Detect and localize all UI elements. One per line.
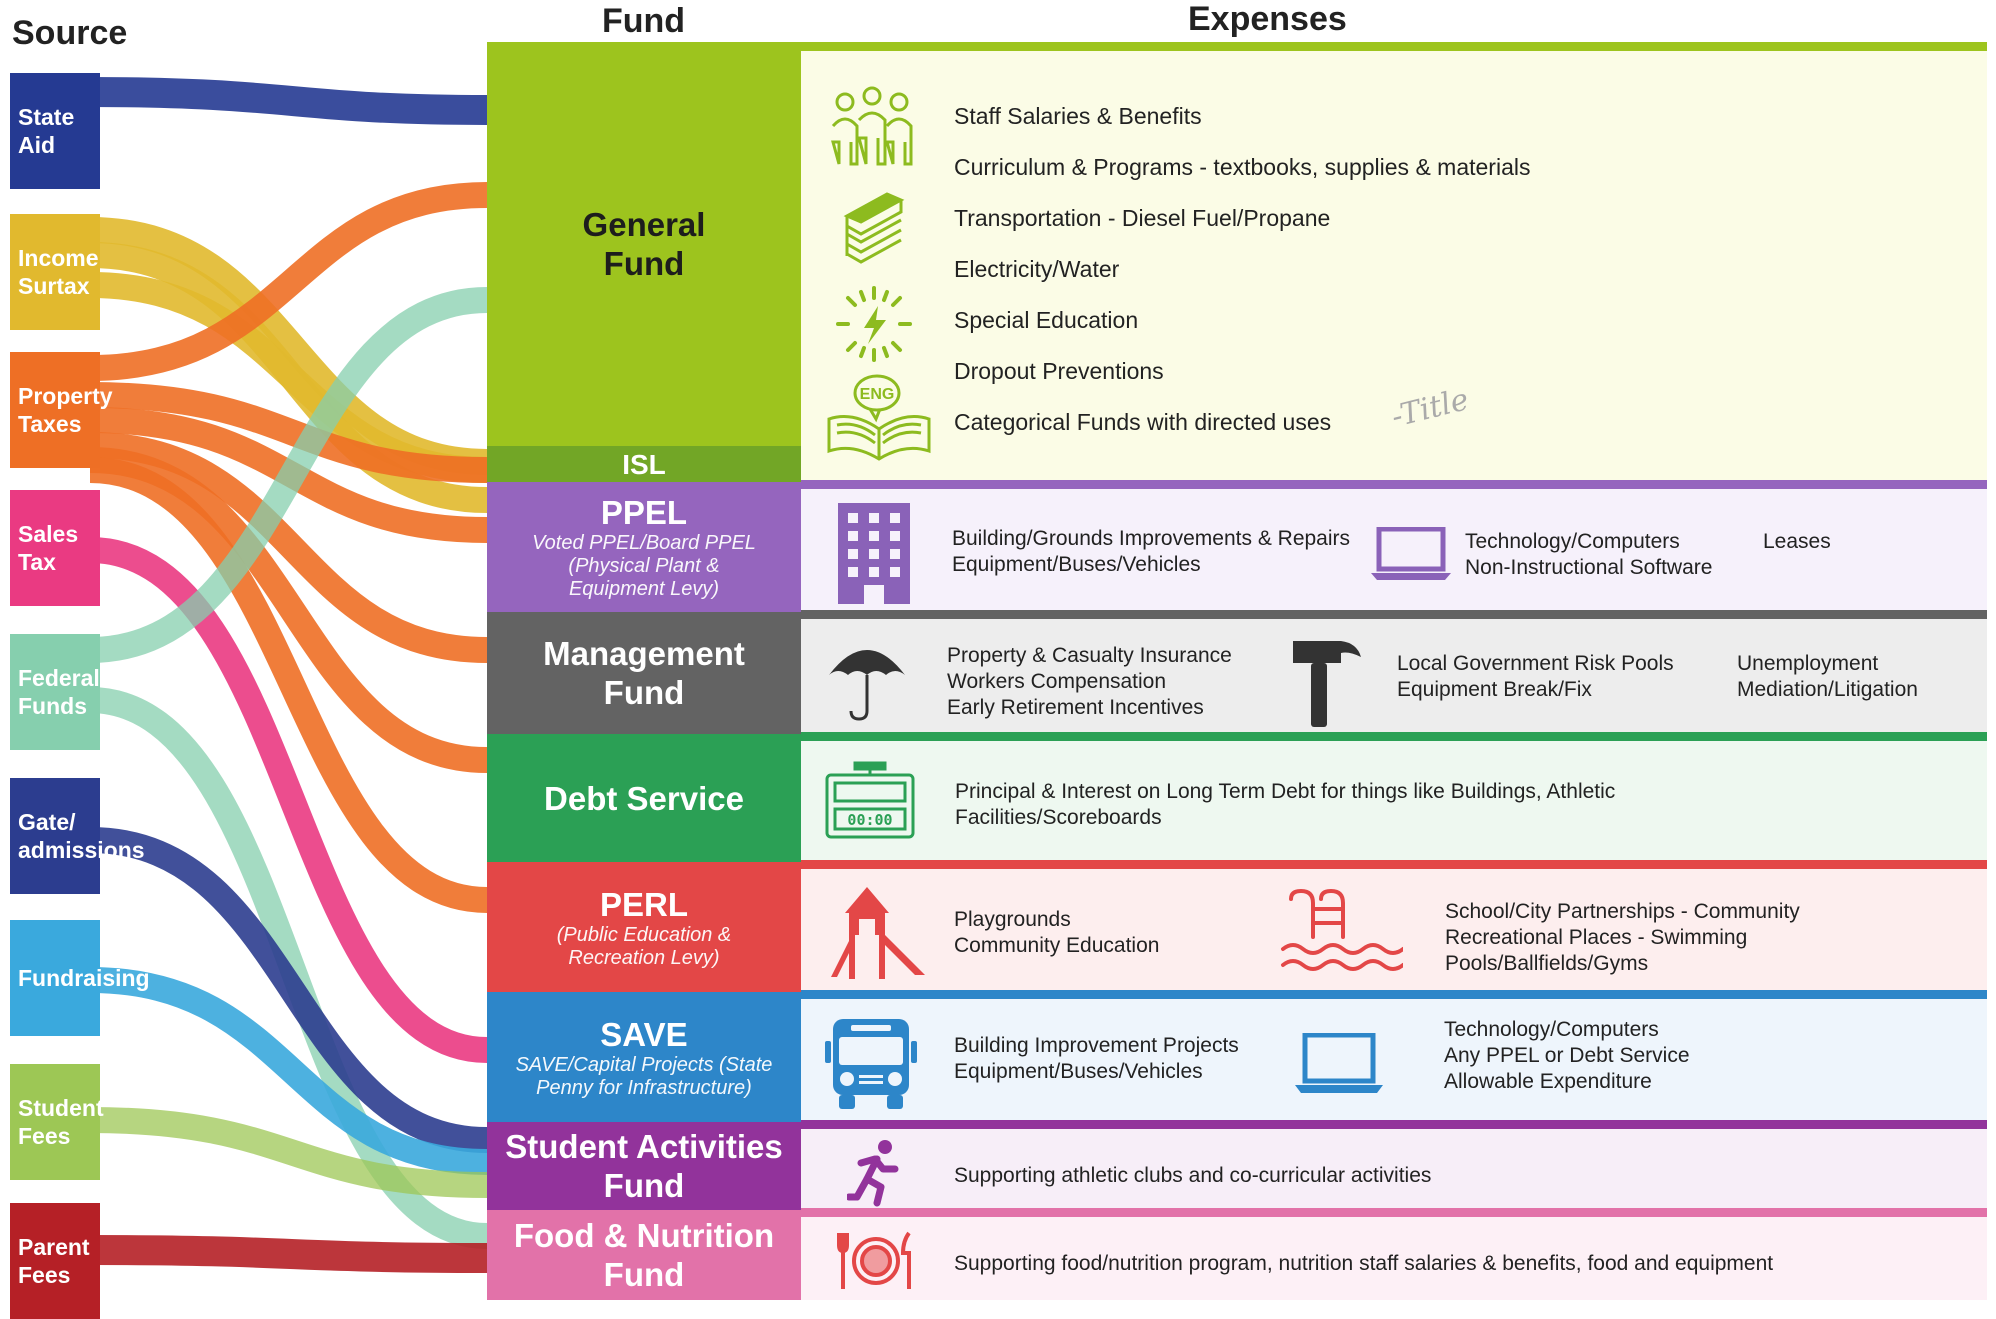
expense-debt-service: Principal & Interest on Long Term Debt f…: [955, 780, 1616, 829]
fund-perl-sub: (Public Education & Recreation Levy): [556, 923, 732, 969]
fund-food-name: Food & Nutrition Fund: [513, 1217, 775, 1293]
expense-band-student-activities: Supporting athletic clubs and co-curricu…: [801, 1120, 1987, 1210]
expense-band-debt-service: 00:00 Principal & Interest on Long Term …: [801, 732, 1987, 862]
expense-management-c: Unemployment Mediation/Litigation: [1737, 652, 1918, 701]
expense-general-3: Transportation - Diesel Fuel/Propane: [954, 205, 1331, 231]
staff-group-icon: [831, 86, 913, 166]
plate-icon: [837, 1231, 911, 1289]
expense-perl-b: School/City Partnerships - Community Rec…: [1445, 900, 1800, 975]
expense-ppel-c: Leases: [1763, 530, 1831, 553]
source-income-surtax: Income Surtax: [10, 214, 100, 330]
playground-icon: [831, 887, 925, 979]
source-sales-tax: Sales Tax: [10, 490, 100, 606]
fund-general-name: General Fund: [582, 206, 706, 282]
fund-save-name: SAVE: [600, 1015, 688, 1053]
source-fundraising: Fundraising: [10, 920, 150, 1036]
expense-general-2: Curriculum & Programs - textbooks, suppl…: [954, 154, 1531, 180]
flow-parent-fees-to-food: [89, 1235, 488, 1273]
expense-band-ppel: Building/Grounds Improvements & Repairs …: [801, 480, 1987, 612]
flow-student-fees-to-activities: [89, 1107, 488, 1198]
fund-perl-name: PERL: [599, 885, 688, 923]
expense-ppel-b: Technology/Computers Non-Instructional S…: [1465, 530, 1713, 579]
fund-save: SAVE SAVE/Capital Projects (State Penny …: [487, 992, 801, 1122]
expense-management-a: Property & Casualty Insurance Workers Co…: [947, 644, 1232, 719]
fund-header: Fund: [602, 2, 686, 40]
expenses-header: Expenses: [1188, 0, 1347, 38]
source-property-taxes: Property Taxes: [10, 352, 113, 468]
expense-perl-a: Playgrounds Community Education: [954, 908, 1160, 957]
fund-activities-name: Student Activities Fund: [505, 1128, 783, 1204]
expense-management-b: Local Government Risk Pools Equipment Br…: [1397, 652, 1674, 701]
flow-sales-tax-to-save: [89, 537, 488, 1063]
source-parent-fees: Parent Fees: [10, 1203, 100, 1319]
source-student-fees: Student Fees: [10, 1064, 104, 1180]
fund-general: General Fund: [487, 42, 801, 446]
fund-food-nutrition: Food & Nutrition Fund: [487, 1210, 801, 1300]
source-gate-admissions: Gate/ admissions: [10, 778, 145, 894]
laptop-icon: [1371, 527, 1451, 580]
expense-save-a: Building Improvement Projects Equipment/…: [954, 1034, 1239, 1083]
expense-band-management: Property & Casualty Insurance Workers Co…: [801, 610, 1987, 734]
scoreboard-icon: 00:00: [825, 761, 915, 839]
flow-property-taxes-to-debt: [89, 447, 488, 773]
handwritten-note: -Title: [1387, 382, 1473, 435]
umbrella-icon: [829, 650, 905, 721]
expense-general-4: Electricity/Water: [954, 256, 1120, 282]
fund-isl: ISL: [487, 446, 801, 482]
flow-state-aid-to-general: [89, 77, 488, 125]
fund-ppel-sub: Voted PPEL/Board PPEL (Physical Plant & …: [532, 532, 756, 600]
hammer-icon: [1293, 641, 1361, 727]
flow-property-taxes-to-general: [89, 182, 488, 381]
expense-general-7: Categorical Funds with directed uses: [954, 409, 1332, 435]
eng-book-icon: ENG: [827, 374, 931, 461]
expense-food-nutrition: Supporting food/nutrition program, nutri…: [954, 1252, 1774, 1275]
fund-perl: PERL (Public Education & Recreation Levy…: [487, 862, 801, 992]
flow-federal-funds-to-general: [89, 287, 488, 663]
svg-text:00:00: 00:00: [847, 811, 892, 829]
expense-band-perl: Playgrounds Community Education School/C…: [801, 860, 1987, 992]
svg-text:ENG: ENG: [860, 386, 895, 403]
pool-ladder-icon: [1281, 888, 1403, 971]
school-bus-icon: [825, 1019, 917, 1109]
fund-management-name: Management Fund: [543, 635, 745, 711]
expense-band-general: ENG Staff Salaries & Benefits Curriculum…: [801, 42, 1987, 482]
books-icon: [843, 192, 905, 264]
fund-ppel: PPEL Voted PPEL/Board PPEL (Physical Pla…: [487, 482, 801, 612]
source-state-aid: State Aid: [10, 73, 100, 189]
flow-fundraising-to-activities: [89, 967, 488, 1175]
expense-band-save: Building Improvement Projects Equipment/…: [801, 990, 1987, 1122]
expense-band-food-nutrition: Supporting food/nutrition program, nutri…: [801, 1208, 1987, 1300]
fund-debt-name: Debt Service: [544, 779, 744, 817]
fund-management: Management Fund: [487, 612, 801, 734]
fund-save-sub: SAVE/Capital Projects (State Penny for I…: [515, 1053, 773, 1099]
expense-general-1: Staff Salaries & Benefits: [954, 103, 1202, 129]
source-header: Source: [12, 14, 128, 52]
expense-ppel-a: Building/Grounds Improvements & Repairs …: [952, 527, 1351, 576]
fund-ppel-name: PPEL: [600, 494, 688, 531]
fund-isl-name: ISL: [622, 448, 666, 480]
lightning-icon: [836, 286, 912, 362]
flow-property-taxes-to-perl: [89, 457, 488, 913]
building-icon: [838, 503, 910, 604]
flow-property-taxes-to-management: [89, 432, 488, 663]
expense-save-b: Technology/Computers Any PPEL or Debt Se…: [1444, 1018, 1690, 1093]
runner-icon: [847, 1140, 899, 1207]
expense-student-activities: Supporting athletic clubs and co-curricu…: [954, 1164, 1432, 1187]
fund-student-activities: Student Activities Fund: [487, 1122, 801, 1210]
source-federal-funds: Federal Funds: [10, 634, 100, 750]
flow-gate-admissions-to-activities: [89, 827, 488, 1153]
expense-general-5: Special Education: [954, 307, 1139, 333]
laptop-icon: [1295, 1033, 1383, 1093]
fund-debt-service: Debt Service: [487, 734, 801, 862]
flow-property-taxes-to-isl: [89, 382, 488, 483]
expense-general-6: Dropout Preventions: [954, 358, 1164, 384]
